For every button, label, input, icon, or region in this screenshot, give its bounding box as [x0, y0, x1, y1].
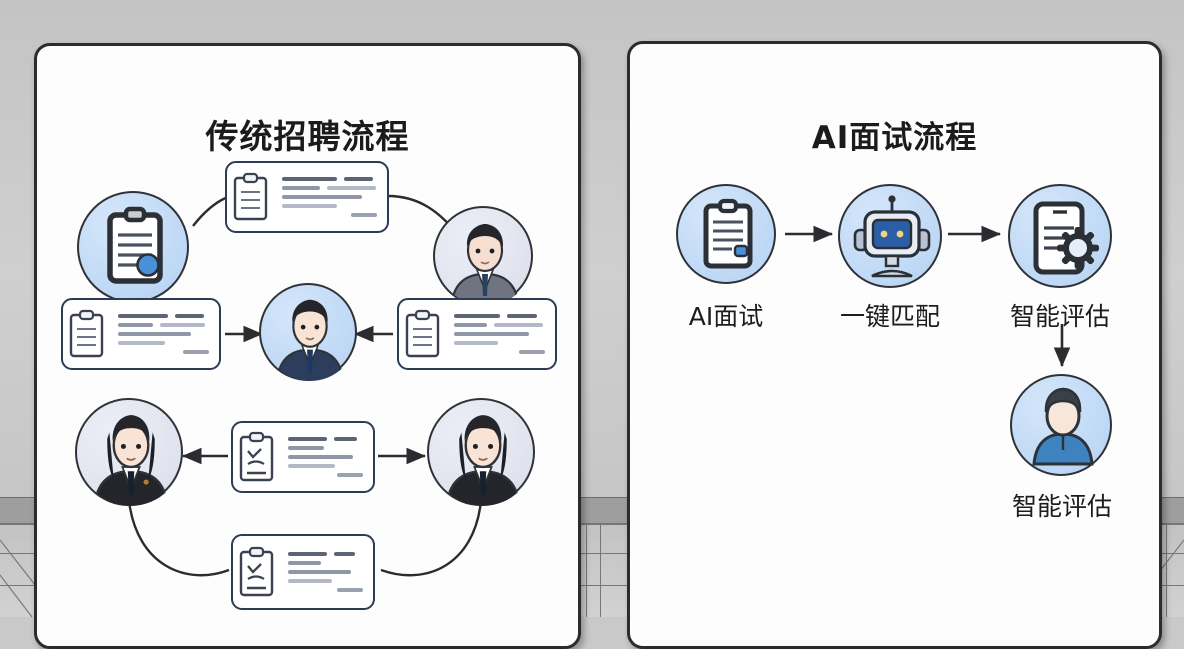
male-candidate-avatar-1[interactable] [433, 206, 533, 306]
step-ai-interview-node[interactable] [676, 184, 776, 284]
step-one-click-match-node[interactable] [838, 184, 942, 288]
clipboard-icon [233, 172, 268, 221]
ai-interview-panel: AI面试流程 AI面试 [627, 41, 1162, 649]
female-interviewer-avatar-right[interactable] [427, 398, 535, 506]
person-female-icon [92, 415, 170, 506]
male-recruiter-avatar-center[interactable] [259, 283, 357, 382]
resume-document-card-middle-left[interactable] [61, 298, 221, 370]
phone-gear-icon [1033, 201, 1099, 275]
step-label-smart-evaluation-result: 智能评估 [1011, 492, 1112, 521]
page-title-ai: AI面试流程 [811, 120, 978, 156]
step-smart-evaluation-node[interactable] [1008, 184, 1112, 288]
person-male-icon [449, 224, 521, 306]
person-male-icon [275, 299, 345, 382]
step-label-ai-interview: AI面试 [688, 302, 764, 331]
person-avatar-icon [1032, 387, 1094, 466]
clipboard-badge-icon [107, 206, 163, 284]
clipboard-check-icon [239, 431, 274, 482]
evaluation-document-card-bottom[interactable] [231, 421, 375, 493]
resume-document-card-middle-right[interactable] [397, 298, 557, 370]
female-interviewer-avatar-left[interactable] [75, 398, 183, 506]
resume-document-card-top[interactable] [225, 161, 389, 233]
evaluation-document-card-bottom-2[interactable] [231, 534, 375, 610]
resume-clipboard-node[interactable] [77, 191, 189, 303]
clipboard-check-icon [239, 546, 274, 597]
step-label-one-click-match: 一键匹配 [839, 302, 940, 331]
clipboard-icon [405, 309, 440, 358]
clipboard-icon [69, 309, 104, 358]
step-label-smart-evaluation: 智能评估 [1009, 302, 1110, 331]
page-title-traditional: 传统招聘流程 [205, 117, 410, 156]
step-smart-evaluation-result-node[interactable] [1010, 374, 1112, 476]
person-female-icon [444, 415, 522, 506]
clipboard-icon [703, 198, 753, 269]
robot-icon [853, 195, 931, 278]
traditional-recruiting-panel: 传统招聘流程 [34, 43, 581, 649]
